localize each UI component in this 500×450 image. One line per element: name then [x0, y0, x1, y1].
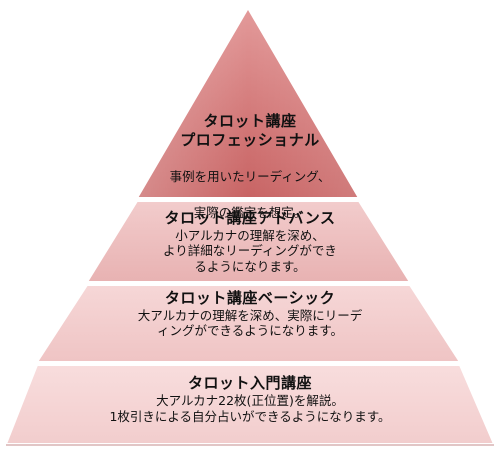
- tier-1-desc-line-2: 1枚引きによる自分占いができるようになります。: [109, 409, 391, 424]
- tier-3-title: タロット講座アドバンス: [164, 209, 336, 227]
- tier-3-desc-line-3: るようになります。: [194, 259, 306, 274]
- tier-2-desc-line-1: 大アルカナの理解を深め、実際にリーデ: [137, 307, 363, 323]
- tier-2-label-block: タロット講座ベーシック 大アルカナの理解を深め、実際にリーデ ィングができるよう…: [0, 289, 500, 339]
- tier-4-sheen: [137, 8, 359, 198]
- tier-2-desc-line-2: ィングができるようになります。: [156, 323, 343, 339]
- tier-1-label-block: タロット入門講座 大アルカナ22枚(正位置)を解説。 1枚引きによる自分占いがで…: [0, 374, 500, 425]
- tier-1-desc-line-1: 大アルカナ22枚(正位置)を解説。: [156, 392, 344, 408]
- tier-3-label-block: タロット講座アドバンス 小アルカナの理解を深め、 より詳細なリーディングができ …: [0, 209, 500, 275]
- tier-4-title-line-2: プロフェッショナル: [180, 130, 320, 149]
- tier-3-shape: [85, 200, 412, 283]
- tier-3-desc-line-1: 小アルカナの理解を深め、: [175, 227, 325, 243]
- tier-1-shape: [4, 364, 496, 445]
- tier-4-label-block: タロット講座 プロフェッショナル 事例を用いたリーディング、 実際の鑑定を想定。: [0, 112, 500, 223]
- tier-1-title: タロット入門講座: [187, 374, 312, 392]
- tier-4-desc-line-1: 事例を用いたリーディング、: [169, 168, 331, 184]
- tier-2-title: タロット講座ベーシック: [164, 289, 336, 307]
- tier-2-shape: [35, 284, 462, 363]
- tier-3-desc-line-2: より詳細なリーディングができ: [163, 243, 337, 259]
- tier-4-desc-line-2: 実際の鑑定を想定。: [193, 205, 307, 221]
- tier-4-title-line-1: タロット講座: [203, 112, 297, 130]
